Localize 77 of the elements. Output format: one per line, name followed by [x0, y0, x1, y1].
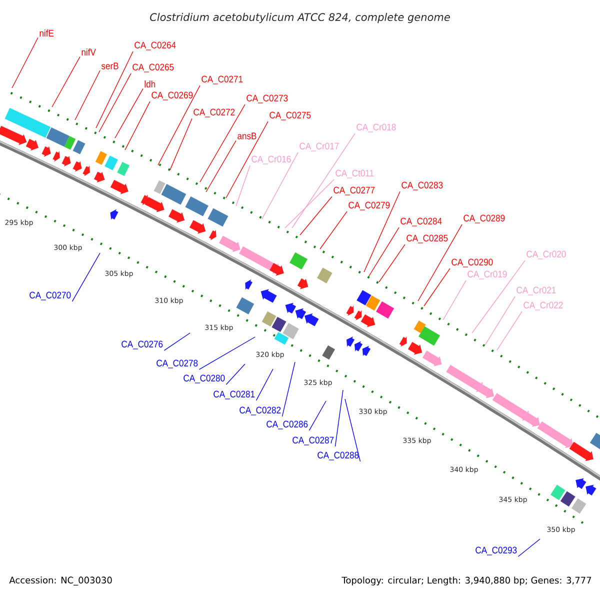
gene-label: CA_C0280	[184, 374, 225, 384]
gene-label: CA_Cr018	[356, 124, 396, 132]
gene-label: CA_C0275	[270, 112, 311, 120]
gene-label: CA_C0277	[334, 186, 375, 196]
leader-line	[256, 368, 274, 401]
genome-info-text: Topology: circular; Length: 3,940,880 bp; Genes: 3,777	[342, 576, 592, 586]
gene-label: CA_C0272	[194, 108, 235, 118]
gene-label: CA_C0271	[202, 76, 243, 84]
gene-label: CA_Ct011	[336, 170, 374, 178]
leader-line	[368, 227, 400, 276]
leader-line	[292, 133, 356, 228]
gene-label: ldh	[144, 80, 156, 88]
leader-line	[200, 104, 246, 182]
gene-label: CA_C0279	[348, 202, 390, 210]
gene-label: CA_Cr019	[468, 270, 507, 280]
gene-label: CA_C0287	[292, 436, 334, 446]
leader-line	[74, 70, 100, 120]
gene-label: CA_C0288	[318, 452, 359, 460]
leader-line	[96, 51, 134, 128]
leader-line	[164, 332, 190, 351]
gene-label: CA_C0264	[134, 42, 176, 50]
leader-line	[378, 244, 406, 282]
gene-label: CA_C0286	[266, 420, 308, 430]
leader-line	[226, 364, 246, 385]
leader-line	[364, 191, 400, 272]
gene-label: CA_C0281	[214, 390, 255, 400]
gene-label: serB	[101, 62, 118, 70]
gene-label: nifE	[40, 30, 54, 36]
leader-line	[418, 224, 462, 302]
accession-text: Accession: NC_003030	[9, 576, 112, 586]
leader-line	[124, 101, 150, 150]
leader-line	[300, 196, 332, 236]
leader-line	[114, 88, 144, 138]
leader-line	[496, 311, 522, 350]
gene-label: CA_C0276	[122, 340, 163, 350]
leader-line	[472, 260, 526, 334]
leader-line	[334, 390, 344, 447]
gene-label: CA_C0273	[246, 94, 288, 104]
leader-line	[236, 165, 250, 206]
leader-line	[198, 336, 256, 370]
leader-line	[518, 538, 540, 557]
gene-label: CA_Cr016	[252, 156, 291, 164]
gene-label: CA_Cr020	[526, 250, 566, 260]
gene-label: CA_C0283	[402, 182, 443, 190]
leader-line	[12, 37, 38, 88]
gene-label: nifV	[82, 48, 96, 56]
gene-label: CA_C0270	[30, 292, 71, 300]
leader-line	[262, 152, 298, 220]
leader-line	[158, 85, 200, 166]
gene-label: CA_C0265	[132, 64, 174, 72]
leader-line	[424, 268, 450, 306]
leader-line	[442, 280, 466, 320]
gene-label: CA_C0293	[476, 546, 517, 556]
gene-label: CA_Cr021	[516, 286, 556, 296]
gene-label: CA_Cr017	[300, 142, 339, 152]
gene-label: CA_C0285	[406, 234, 448, 244]
gene-label: CA_C0290	[452, 258, 493, 268]
leader-line	[344, 398, 361, 462]
leader-line	[170, 118, 192, 170]
leader-line	[52, 56, 80, 108]
leader-line	[320, 211, 348, 250]
leader-line	[226, 121, 268, 198]
gene-label: CA_C0289	[464, 214, 505, 224]
leader-line	[72, 252, 100, 302]
leader-line	[282, 362, 296, 417]
gene-label: CA_Cr022	[524, 302, 563, 310]
leader-line	[484, 296, 516, 346]
gene-label: CA_C0278	[156, 360, 198, 368]
title: Clostridium acetobutylicum ATCC 824, complete genome	[150, 12, 450, 24]
leader-line	[206, 140, 236, 192]
gene-label: CA_C0282	[240, 406, 281, 416]
gene-label: ansB	[238, 132, 256, 140]
leader-line	[284, 179, 334, 228]
gene-label: CA_C0269	[152, 92, 193, 100]
leader-line	[308, 400, 326, 431]
gene-label: CA_C0284	[400, 218, 442, 226]
leader-line	[98, 73, 132, 132]
